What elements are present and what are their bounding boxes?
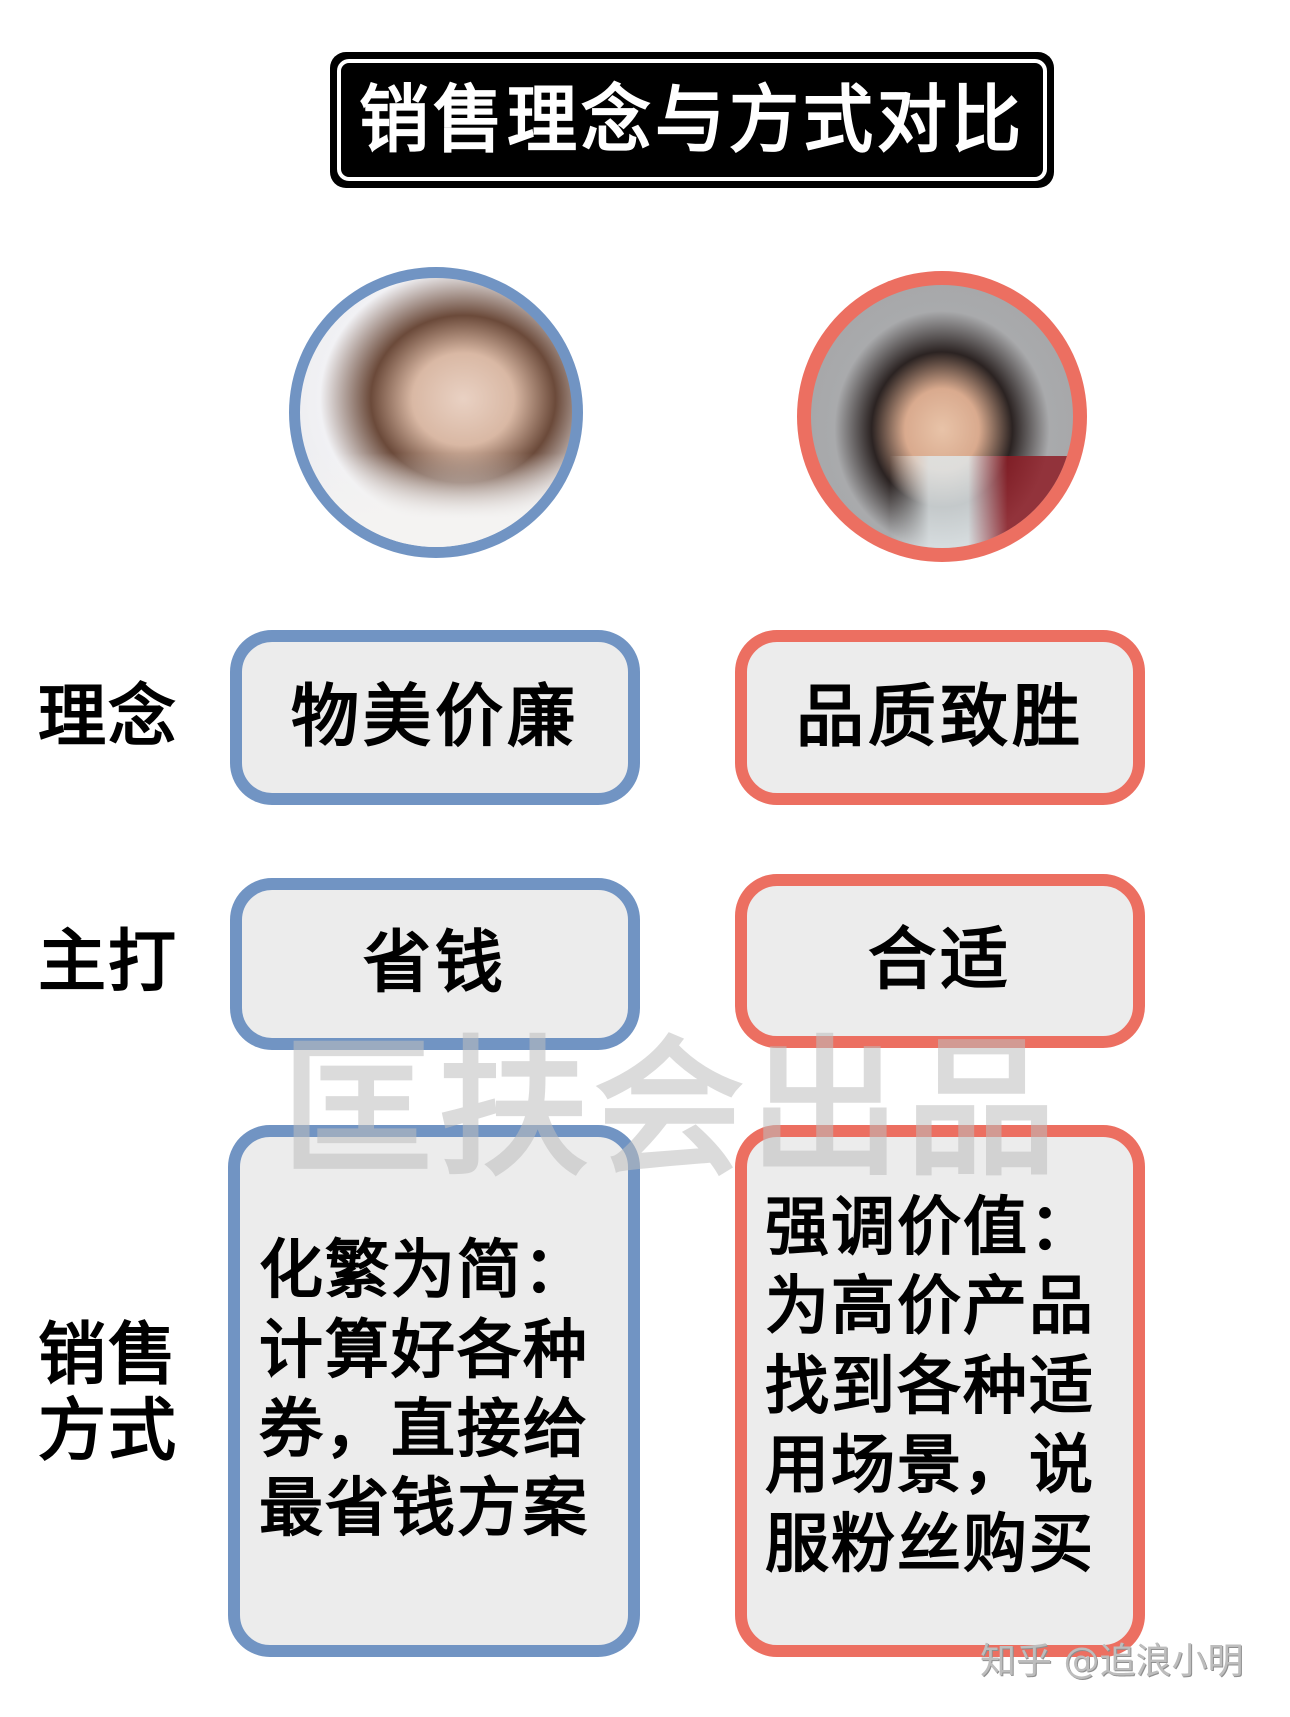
row-label-concept: 理念 <box>38 678 179 757</box>
text-line: 最省钱方案 <box>259 1472 589 1547</box>
text-line: 为高价产品 <box>765 1270 1095 1345</box>
text-line: 券，直接给 <box>259 1393 589 1467</box>
title-plate: 销售理念与方式对比 <box>330 52 1054 188</box>
left-concept-box: 物美价廉 <box>230 630 640 805</box>
text-line: 计算好各种 <box>259 1313 589 1388</box>
left-focus-box: 省钱 <box>230 878 640 1050</box>
portrait-image <box>300 278 572 547</box>
right-focus-text: 合适 <box>867 921 1012 1000</box>
text-line: 找到各种适 <box>765 1349 1095 1424</box>
text-line: 服粉丝购买 <box>765 1508 1095 1583</box>
row-label-focus: 主打 <box>38 923 179 1002</box>
text-line: 用场景，说 <box>765 1429 1095 1504</box>
right-method-box: 强调价值： 为高价产品 找到各种适 用场景，说 服粉丝购买 <box>735 1125 1145 1657</box>
right-method-text: 强调价值： 为高价产品 找到各种适 用场景，说 服粉丝购买 <box>765 1189 1115 1586</box>
avatar-left-woman <box>289 267 583 558</box>
left-concept-text: 物美价廉 <box>290 677 579 757</box>
right-concept-text: 品质致胜 <box>795 677 1084 757</box>
avatar-right-man <box>797 271 1087 562</box>
left-method-box: 化繁为简： 计算好各种 券，直接给 最省钱方案 <box>228 1125 640 1657</box>
portrait-image <box>811 285 1073 548</box>
left-focus-text: 省钱 <box>362 924 507 1003</box>
right-focus-box: 合适 <box>735 874 1145 1048</box>
portrait-shading <box>811 455 1073 548</box>
row-label-sales-method: 销售 方式 <box>38 1316 188 1472</box>
right-concept-box: 品质致胜 <box>735 630 1145 805</box>
watermark-corner: 知乎 @追浪小明 <box>980 1641 1244 1682</box>
page-title: 销售理念与方式对比 <box>359 76 1025 164</box>
title-ring: 销售理念与方式对比 <box>337 59 1047 181</box>
text-line: 强调价值： <box>765 1191 1095 1265</box>
portrait-shading <box>300 452 572 547</box>
left-method-text: 化繁为简： 计算好各种 券，直接给 最省钱方案 <box>259 1232 609 1549</box>
text-line: 化繁为简： <box>259 1234 589 1309</box>
row-label-line: 销售 <box>38 1316 179 1395</box>
row-label-line: 方式 <box>38 1392 179 1472</box>
